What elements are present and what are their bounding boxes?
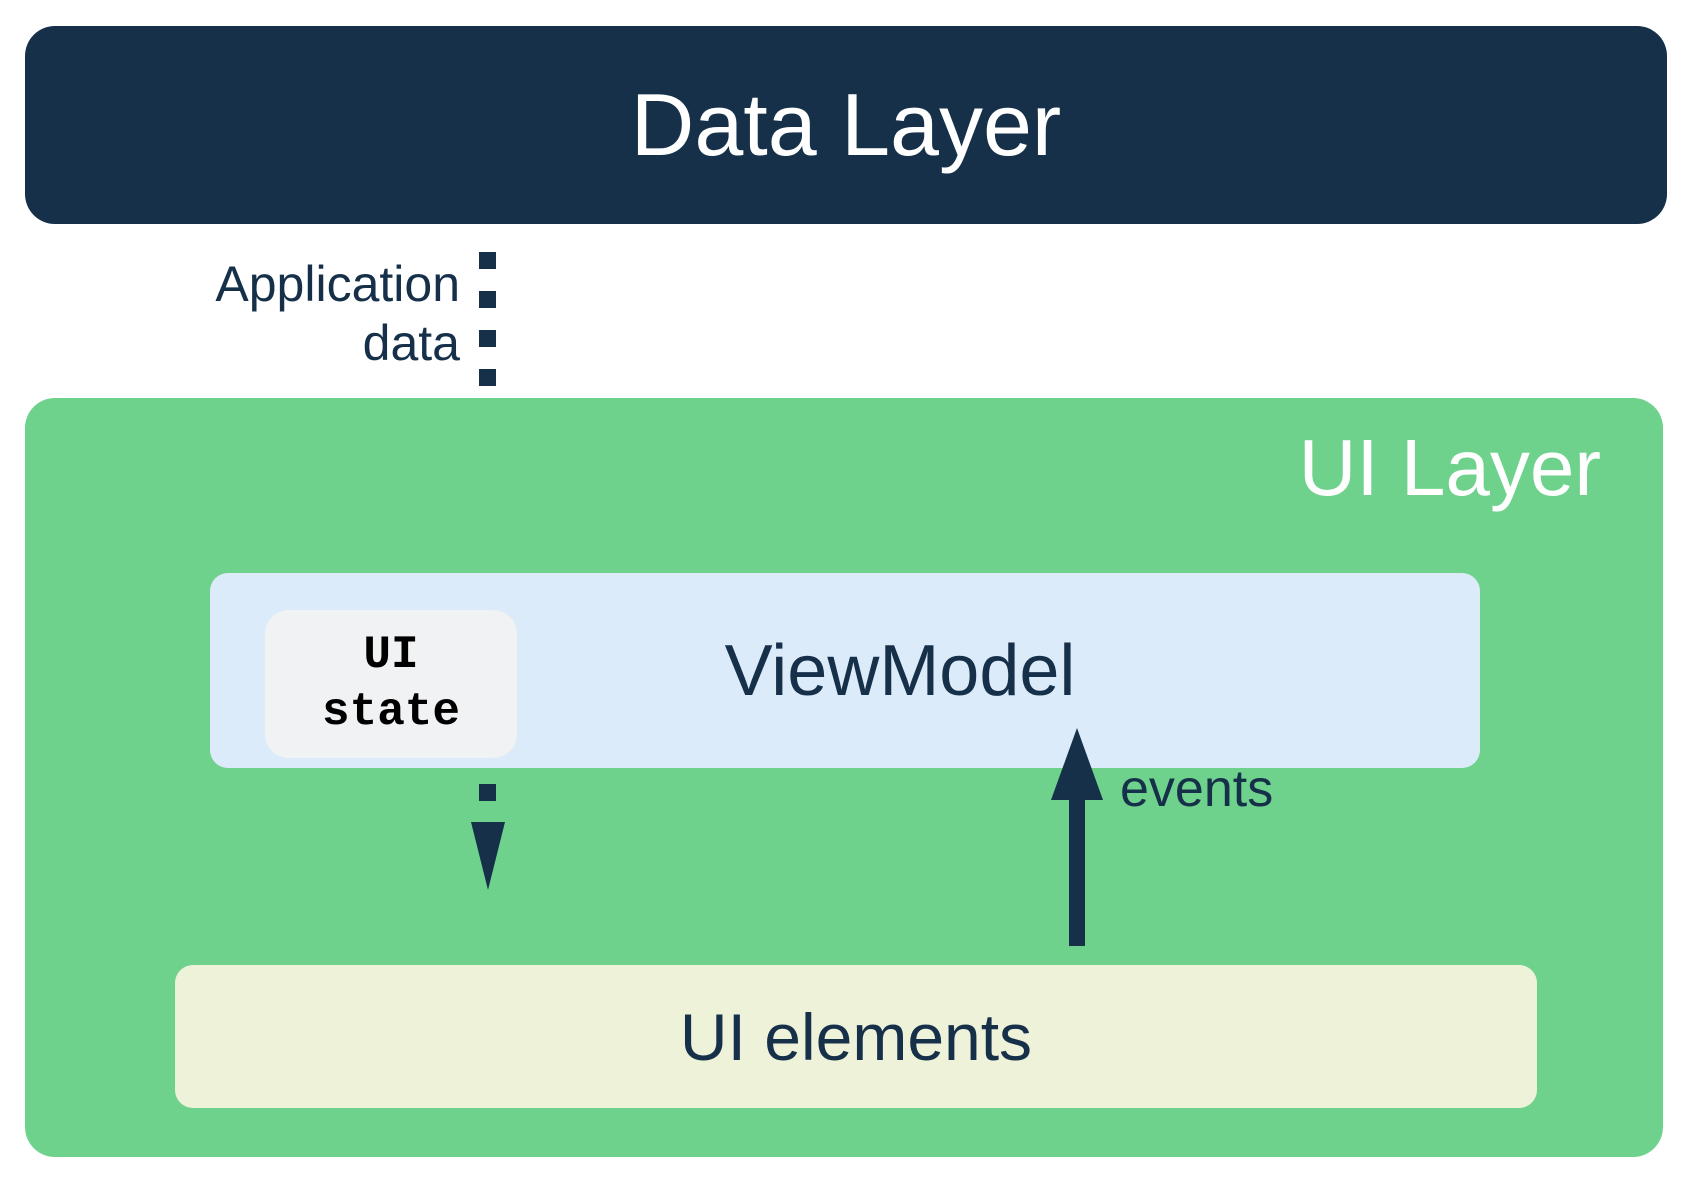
events-label: events [1120, 760, 1274, 818]
application-data-label-line2: data [362, 315, 460, 371]
events-arrow-shaft [1069, 796, 1085, 946]
ui-layer-label: UI Layer [1298, 423, 1601, 512]
ui-state-line2: state [321, 686, 461, 738]
data-layer-label: Data Layer [630, 75, 1062, 174]
dotted-segment [479, 330, 496, 347]
ui-state-chip: UI state [265, 610, 517, 758]
application-data-label: Application data [120, 255, 460, 373]
ui-state-arrowhead-icon [471, 822, 505, 890]
ui-layer-box: UI Layer ViewModel UI state events UI el… [25, 398, 1663, 1157]
viewmodel-label: ViewModel [724, 630, 1076, 711]
events-arrowhead-icon [1051, 728, 1103, 800]
dotted-segment [479, 291, 496, 308]
dotted-segment [479, 252, 496, 269]
ui-elements-label: UI elements [679, 999, 1033, 1074]
ui-state-line1: UI [363, 628, 419, 681]
dotted-segment [479, 784, 496, 801]
application-data-label-line1: Application [215, 256, 460, 312]
dotted-segment [479, 369, 496, 386]
data-layer-box: Data Layer [25, 26, 1667, 224]
ui-elements-box: UI elements [175, 965, 1537, 1108]
